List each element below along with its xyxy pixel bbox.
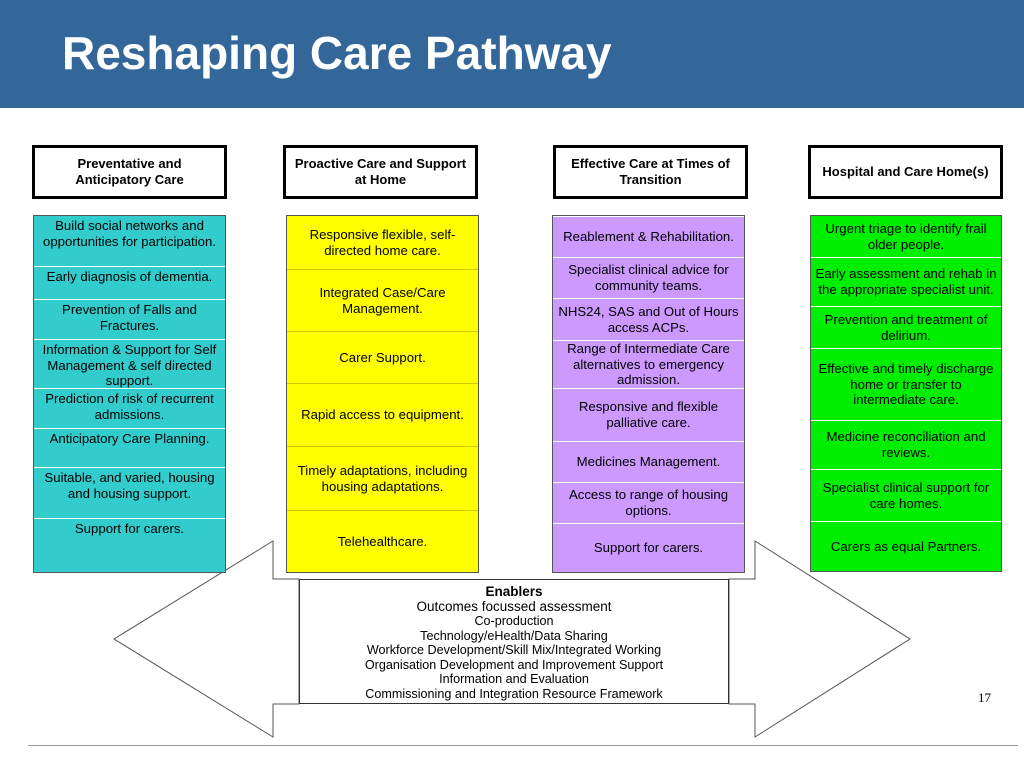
- enablers-box: Enablers Outcomes focussed assessment Co…: [299, 579, 729, 704]
- enabler-item: Co-production: [474, 614, 554, 628]
- column-hospital: Urgent triage to identify frail older pe…: [810, 215, 1002, 572]
- enablers-title: Enablers: [485, 584, 543, 599]
- column-transition: Reablement & Rehabilitation. Specialist …: [552, 215, 745, 573]
- list-item: Carers as equal Partners.: [811, 521, 1001, 571]
- list-item: Suitable, and varied, housing and housin…: [34, 467, 225, 518]
- list-item: Specialist clinical advice for community…: [553, 257, 744, 298]
- list-item: Prediction of risk of recurrent admissio…: [34, 388, 225, 428]
- title-bar: Reshaping Care Pathway: [0, 0, 1024, 108]
- list-item: Timely adaptations, including housing ad…: [287, 446, 478, 510]
- list-item: Early assessment and rehab in the approp…: [811, 257, 1001, 306]
- list-item: Range of Intermediate Care alternatives …: [553, 340, 744, 388]
- right-arrow-head: [728, 540, 911, 738]
- left-arrow-head: [113, 540, 300, 738]
- column-proactive: Responsive flexible, self-directed home …: [286, 215, 479, 573]
- list-item: Urgent triage to identify frail older pe…: [825, 220, 987, 252]
- list-item: Access to range of housing options.: [553, 482, 744, 523]
- list-item: Responsive flexible, self-directed home …: [309, 226, 456, 258]
- list-item: NHS24, SAS and Out of Hours access ACPs.: [553, 298, 744, 340]
- page-title: Reshaping Care Pathway: [62, 27, 612, 79]
- list-item: Prevention and treatment of delirium.: [811, 306, 1001, 348]
- list-item: Carer Support.: [287, 331, 478, 383]
- column-header-proactive: Proactive Care and Support at Home: [283, 145, 478, 199]
- list-item: Telehealthcare.: [287, 510, 478, 572]
- list-item: Medicine reconciliation and reviews.: [811, 420, 1001, 469]
- column-preventative: Build social networks and opportunities …: [33, 215, 226, 573]
- list-item: Integrated Case/Care Management.: [287, 269, 478, 331]
- enabler-item: Commissioning and Integration Resource F…: [365, 686, 663, 701]
- enabler-item: Technology/eHealth/Data Sharing: [420, 628, 608, 643]
- column-header-preventative: Preventative and Anticipatory Care: [32, 145, 227, 199]
- list-item: Rapid access to equipment.: [287, 383, 478, 446]
- column-header-transition: Effective Care at Times of Transition: [553, 145, 748, 199]
- list-item: Anticipatory Care Planning.: [34, 428, 225, 467]
- list-item: Information & Support for Self Managemen…: [34, 339, 225, 388]
- enabler-item: Information and Evaluation: [439, 672, 589, 687]
- list-item: Specialist clinical support for care hom…: [811, 469, 1001, 521]
- enabler-item: Workforce Development/Skill Mix/Integrat…: [366, 643, 662, 658]
- list-item: Responsive and flexible palliative care.: [553, 388, 744, 441]
- list-item: Prevention of Falls and Fractures.: [34, 299, 225, 339]
- list-item: Medicines Management.: [553, 441, 744, 482]
- list-item: Effective and timely discharge home or t…: [811, 348, 1001, 420]
- footer-divider: [28, 745, 1018, 746]
- list-item: Build social networks and opportunities …: [42, 218, 216, 249]
- list-item: Support for carers.: [553, 523, 744, 572]
- list-item: Support for carers.: [34, 518, 225, 572]
- list-item: Reablement & Rehabilitation.: [553, 216, 744, 257]
- page-number: 17: [978, 690, 991, 705]
- enabler-item: Organisation Development and Improvement…: [364, 657, 664, 672]
- list-item: Early diagnosis of dementia.: [34, 266, 225, 299]
- enablers-subtitle: Outcomes focussed assessment: [416, 599, 612, 614]
- column-header-hospital: Hospital and Care Home(s): [808, 145, 1003, 199]
